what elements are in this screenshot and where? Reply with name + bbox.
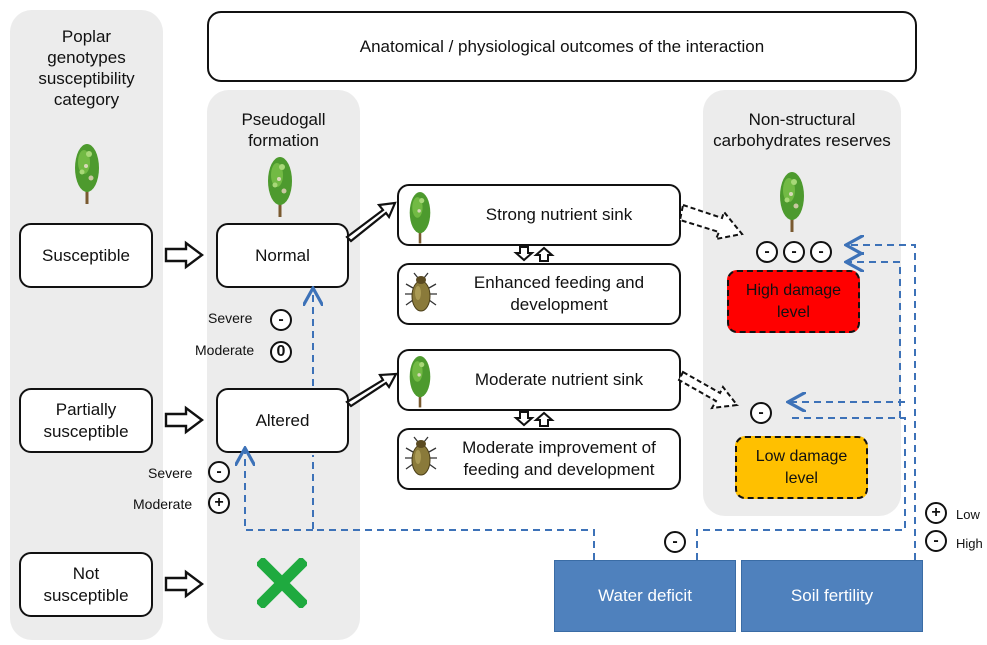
block-arrow	[164, 569, 204, 599]
green-cross-icon	[257, 558, 307, 608]
water-deficit-label: Water deficit	[598, 586, 692, 605]
carbohydrates-title: Non-structural carbohydrates reserves	[713, 110, 891, 150]
feedback-line	[696, 417, 906, 560]
fertility-high-sign: -	[925, 530, 947, 552]
normal-moderate-sign: 0	[270, 341, 292, 363]
partially-susceptible-label: Partially susceptible	[43, 399, 129, 441]
down-arrow	[513, 246, 535, 262]
down-arrow	[513, 411, 535, 427]
moderate-sink-label: Moderate nutrient sink	[474, 370, 644, 389]
altered-moderate-sign: +	[208, 492, 230, 514]
normal-severe-label: Severe	[208, 310, 253, 326]
genotypes-title: Poplar genotypes susceptibility category	[38, 27, 135, 109]
poplar-tree-icon	[268, 157, 292, 217]
enhanced-feeding-label: Enhanced feeding and development	[473, 273, 645, 314]
dashed-arrow	[677, 370, 739, 410]
high-damage-box: High damage level	[727, 270, 860, 333]
not-susceptible-label: Not susceptible	[43, 563, 129, 605]
partially-susceptible-box: Partially susceptible	[19, 388, 153, 453]
susceptible-label: Susceptible	[42, 245, 130, 265]
altered-box: Altered	[216, 388, 349, 453]
low-damage-box: Low damage level	[735, 436, 868, 499]
poplar-tree-icon	[75, 144, 99, 204]
water-effect-sign: -	[664, 531, 686, 553]
moderate-improvement-box: Moderate improvement of feeding and deve…	[397, 428, 681, 490]
poplar-tree-icon	[409, 192, 431, 244]
pseudogall-title: Pseudogall formation	[241, 110, 326, 150]
strong-sink-label: Strong nutrient sink	[485, 205, 633, 224]
up-arrow	[533, 246, 555, 262]
header-title: Anatomical / physiological outcomes of t…	[359, 36, 765, 56]
normal-label: Normal	[255, 245, 310, 265]
susceptible-box: Susceptible	[19, 223, 153, 288]
poplar-tree-icon	[409, 356, 431, 408]
high-reserves-sign: - - -	[756, 238, 832, 266]
poplar-tree-icon	[780, 172, 804, 232]
fertility-low-sign: +	[925, 502, 947, 524]
insect-icon	[405, 436, 437, 476]
block-arrow	[164, 240, 204, 270]
soil-fertility-box: Soil fertility	[741, 560, 923, 632]
feedback-line	[312, 455, 595, 560]
normal-box: Normal	[216, 223, 349, 288]
soil-fertility-label: Soil fertility	[790, 586, 874, 605]
altered-label: Altered	[255, 410, 310, 430]
altered-moderate-label: Moderate	[133, 496, 193, 512]
feedback-line	[245, 450, 313, 531]
altered-severe-label: Severe	[148, 465, 193, 481]
low-damage-label: Low damage level	[755, 447, 848, 487]
block-arrow	[164, 405, 204, 435]
moderate-sink-box: Moderate nutrient sink	[397, 349, 681, 411]
water-deficit-box: Water deficit	[554, 560, 736, 632]
altered-severe-sign: -	[208, 461, 230, 483]
normal-severe-sign: -	[270, 309, 292, 331]
not-susceptible-box: Not susceptible	[19, 552, 153, 617]
insect-icon	[405, 272, 437, 312]
diagonal-arrow	[345, 201, 397, 243]
normal-moderate-label: Moderate	[195, 342, 255, 358]
high-damage-label: High damage level	[745, 281, 842, 321]
moderate-improvement-label: Moderate improvement of feeding and deve…	[462, 438, 656, 479]
strong-sink-box: Strong nutrient sink	[397, 184, 681, 246]
header-box: Anatomical / physiological outcomes of t…	[207, 11, 917, 82]
feedback-line	[848, 245, 916, 560]
fertility-low-label: Low	[956, 507, 980, 522]
up-arrow	[533, 411, 555, 427]
genotypes-panel	[10, 10, 163, 640]
enhanced-feeding-box: Enhanced feeding and development	[397, 263, 681, 325]
low-reserves-sign: -	[750, 402, 772, 424]
feedback-line	[848, 262, 901, 418]
fertility-high-label: High	[956, 536, 983, 551]
dashed-arrow	[678, 203, 744, 241]
diagonal-arrow	[345, 372, 398, 408]
